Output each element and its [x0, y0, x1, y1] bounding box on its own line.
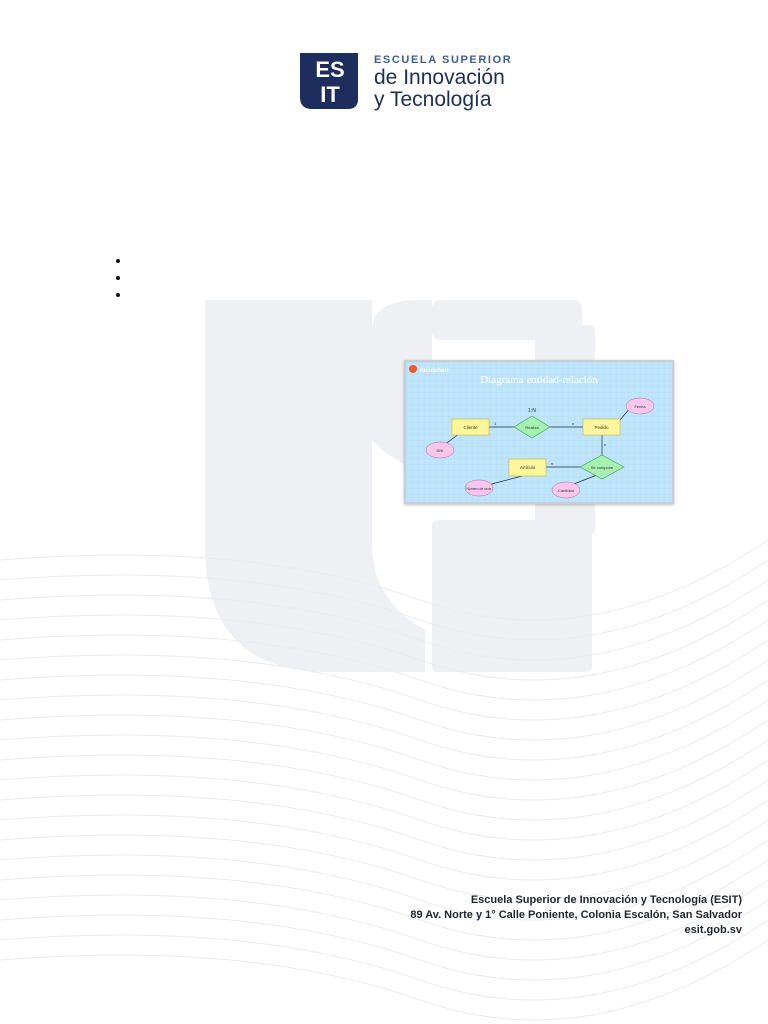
cardinality-many-a: n — [572, 421, 574, 426]
cardinality-many-c: n — [551, 461, 553, 466]
attribute-dni: DNI — [425, 441, 455, 459]
figure-brand: lucidchart — [420, 368, 449, 374]
esit-logo: ES IT ESCUELA SUPERIOR de Innovación y T… — [300, 50, 530, 112]
svg-text:Realiza: Realiza — [525, 425, 539, 430]
cardinality-many-b: n — [604, 442, 606, 447]
relationship-realiza: Realiza — [513, 415, 551, 439]
logo-line-3: y Tecnología — [374, 88, 492, 111]
logo-line-1: ESCUELA SUPERIOR — [374, 54, 513, 66]
logo-mark-bottom: IT — [320, 82, 340, 107]
svg-text:Número de serie: Número de serie — [466, 487, 491, 491]
attribute-cantidad: Cantidad — [551, 481, 581, 499]
entity-pedido: Pedido — [582, 418, 621, 436]
er-diagram-figure: lucidchart Diagrama entidad-relación Fec… — [404, 360, 674, 504]
figure-title: Diagrama entidad-relación — [480, 374, 598, 386]
svg-text:Cliente: Cliente — [463, 425, 478, 430]
footer-address: Escuela Superior de Innovación y Tecnolo… — [410, 893, 742, 938]
er-diagram: lucidchart Diagrama entidad-relación Fec… — [406, 362, 672, 502]
esit-logo-mark: ES IT — [300, 53, 358, 109]
logo-mark-top: ES — [315, 57, 344, 82]
attribute-numero-de-serie: Número de serie — [464, 479, 494, 497]
svg-text:Cantidad: Cantidad — [558, 488, 574, 493]
lucidchart-logo-icon — [409, 365, 417, 373]
logo-line-2: de Innovación — [374, 66, 505, 89]
relationship-se-compone: Se compone — [579, 454, 625, 480]
entity-articulo: Artículo — [508, 458, 547, 477]
svg-text:Se compone: Se compone — [591, 465, 614, 470]
bullet-item — [112, 288, 126, 305]
attribute-fecha: Fecha — [625, 397, 655, 415]
footer-website: esit.gob.sv — [684, 924, 742, 936]
logo-wordmark: ESCUELA SUPERIOR de Innovación y Tecnolo… — [374, 50, 512, 111]
cardinality-1n: 1:N — [528, 408, 536, 414]
bullet-item — [112, 271, 126, 288]
svg-text:DNI: DNI — [437, 448, 444, 453]
footer-institution: Escuela Superior de Innovación y Tecnolo… — [470, 894, 742, 906]
svg-text:Fecha: Fecha — [634, 404, 646, 409]
bullet-list — [112, 254, 126, 305]
cardinality-one: 1 — [494, 421, 497, 426]
bullet-item — [112, 254, 126, 271]
svg-text:Artículo: Artículo — [520, 465, 536, 470]
svg-text:Pedido: Pedido — [594, 425, 609, 430]
entity-cliente: Cliente — [451, 418, 490, 436]
footer-street: 89 Av. Norte y 1° Calle Poniente, Coloni… — [410, 909, 742, 921]
